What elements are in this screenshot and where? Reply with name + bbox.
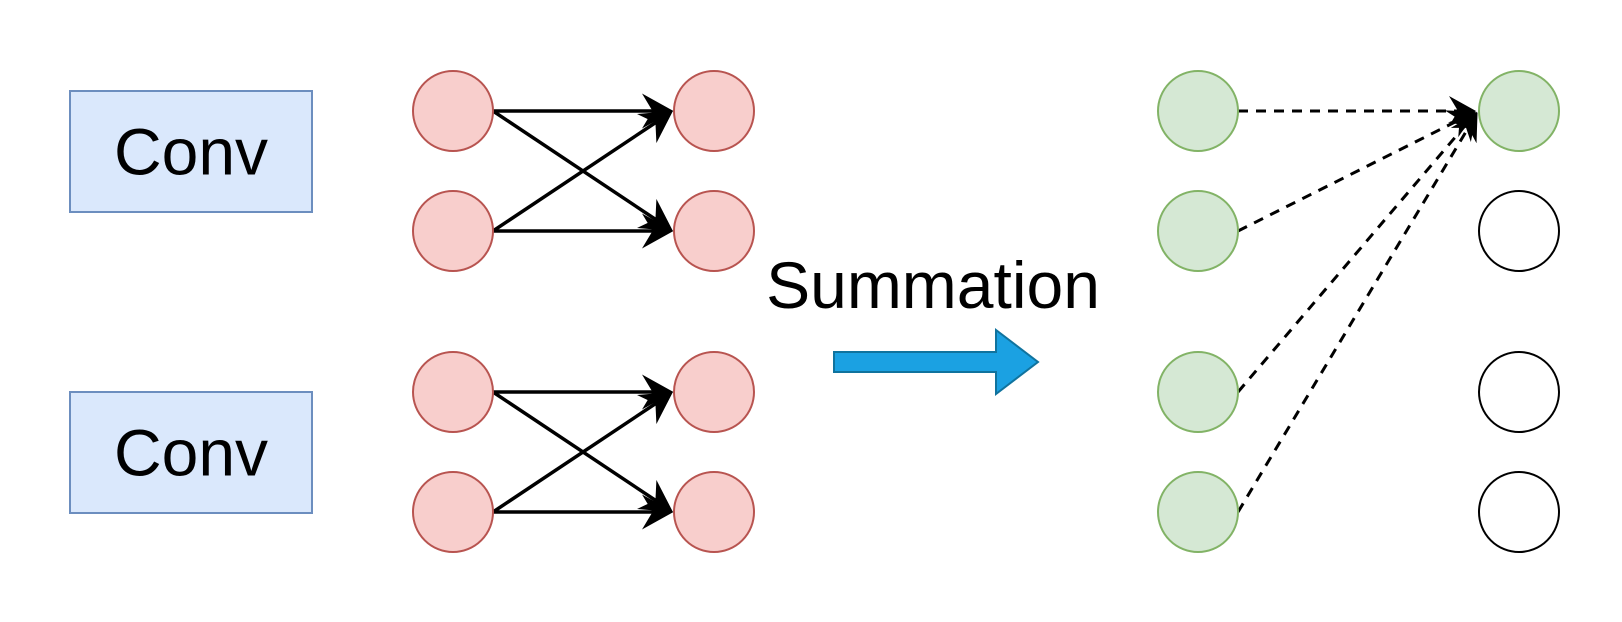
node-top-out-2 [673,190,755,272]
node-bottom-in-2 [412,471,494,553]
conv-label-bottom: Conv [114,416,268,490]
summation-input-nodes [1157,70,1239,553]
sum-node-in-4 [1157,471,1239,553]
conv-network-bottom-edges [492,374,674,530]
summation-output-nodes [1478,70,1560,553]
node-bottom-out-2 [673,471,755,553]
conv-box-top [69,90,313,213]
sum-node-out-active [1478,70,1560,152]
conv-network-top-edges [492,93,674,249]
sum-node-in-1 [1157,70,1239,152]
sum-node-out-2 [1478,190,1560,272]
edge-top-3 [492,111,673,233]
sum-node-out-4 [1478,471,1560,553]
node-bottom-in-1 [412,351,494,433]
sum-edge-4 [1236,112,1478,513]
sum-node-out-3 [1478,351,1560,433]
sum-edge-2 [1237,110,1476,233]
conv-block-bottom: Conv [69,391,313,514]
conv-box-bottom [69,391,313,514]
node-bottom-out-1 [673,351,755,433]
conv-label-top: Conv [114,115,268,189]
sum-node-in-2 [1157,190,1239,272]
summation-label: Summation [766,248,1100,322]
conv-network-top-nodes [412,70,755,272]
conv-block-top: Conv [69,90,313,213]
sum-edge-3 [1236,111,1477,393]
summation-arrow [833,327,1040,397]
summation-edges [1236,96,1478,513]
edge-bottom-3 [492,392,673,514]
node-top-out-1 [673,70,755,152]
sum-node-in-3 [1157,351,1239,433]
node-top-in-2 [412,190,494,272]
conv-network-bottom-nodes [412,351,755,553]
node-top-in-1 [412,70,494,152]
